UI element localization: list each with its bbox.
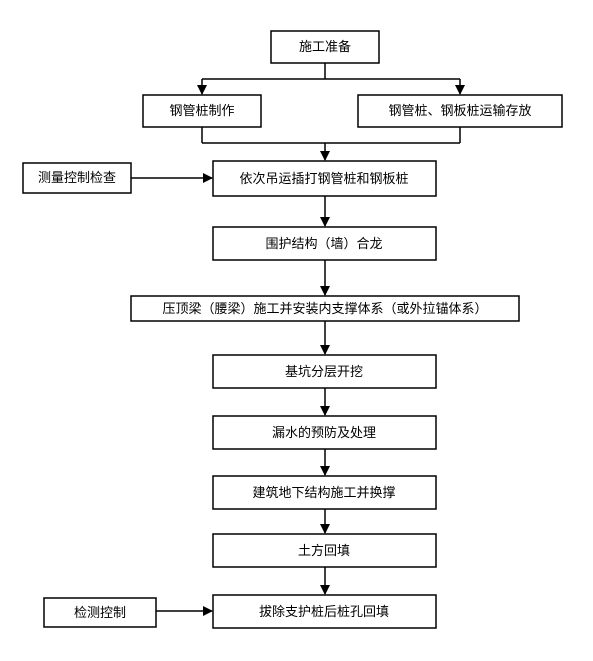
node-leak-label: 漏水的预防及处理 — [272, 425, 376, 441]
node-pipe-make-label: 钢管桩制作 — [169, 104, 234, 119]
node-inspect: 检测控制 — [43, 597, 157, 628]
node-beam: 压顶梁（腰梁）施工并安装内支撑体系（或外拉锚体系） — [130, 295, 520, 322]
node-prep-label: 施工准备 — [299, 39, 351, 55]
node-remove: 拔除支护桩后桩孔回填 — [212, 594, 437, 629]
node-backfill-label: 土方回填 — [298, 543, 350, 559]
edges — [131, 63, 465, 616]
node-inspect-label: 检测控制 — [74, 606, 126, 621]
node-remove-label: 拔除支护桩后桩孔回填 — [259, 605, 389, 620]
node-close: 围护结构（墙）合龙 — [212, 226, 437, 261]
node-beam-label: 压顶梁（腰梁）施工并安装内支撑体系（或外拉锚体系） — [162, 301, 487, 317]
node-pipe-make: 钢管桩制作 — [142, 94, 262, 128]
node-close-label: 围护结构（墙）合龙 — [265, 237, 382, 252]
node-survey-label: 测量控制检查 — [38, 171, 116, 186]
node-leak: 漏水的预防及处理 — [212, 415, 437, 450]
node-hoist: 依次吊运插打钢管桩和钢板桩 — [212, 160, 437, 197]
node-prep: 施工准备 — [270, 30, 380, 64]
node-transport: 钢管桩、钢板桩运输存放 — [357, 94, 563, 128]
node-transport-label: 钢管桩、钢板桩运输存放 — [388, 103, 531, 119]
node-hoist-label: 依次吊运插打钢管桩和钢板桩 — [239, 171, 408, 187]
node-excavate: 基坑分层开挖 — [212, 354, 437, 389]
node-build-label: 建筑地下结构施工并换撑 — [252, 485, 395, 501]
node-build: 建筑地下结构施工并换撑 — [212, 475, 437, 510]
node-backfill: 土方回填 — [212, 533, 437, 568]
node-survey: 测量控制检查 — [22, 162, 132, 194]
node-excavate-label: 基坑分层开挖 — [285, 365, 363, 380]
